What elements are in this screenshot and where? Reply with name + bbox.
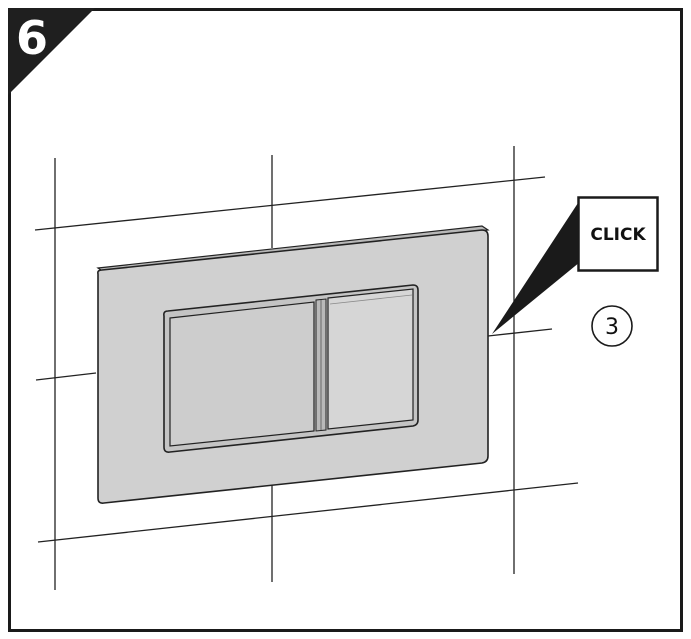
tile-grid <box>34 146 579 590</box>
half-flush-button <box>327 288 414 430</box>
panel-frame <box>8 8 683 632</box>
callout-box <box>577 196 659 272</box>
corner-badge-icon <box>8 8 95 95</box>
button-highlight <box>329 294 413 305</box>
tile-joint-horizontal-middle-right <box>487 328 553 337</box>
step-number: 6 <box>16 11 48 65</box>
tile-joint-horizontal-middle-left <box>35 372 97 381</box>
marker-label: 3 <box>605 315 619 340</box>
full-flush-button <box>169 301 315 447</box>
callout-text: CLICK <box>590 225 646 245</box>
step-marker: 3 <box>591 305 633 347</box>
flush-plate <box>96 225 490 504</box>
click-callout: CLICK <box>492 196 659 334</box>
marker-circle <box>591 305 633 347</box>
tile-joint-horizontal-top <box>34 176 546 231</box>
speech-pointer-icon <box>492 203 580 334</box>
tile-joint-horizontal-bottom <box>37 482 579 543</box>
step-badge: 6 <box>8 8 95 95</box>
